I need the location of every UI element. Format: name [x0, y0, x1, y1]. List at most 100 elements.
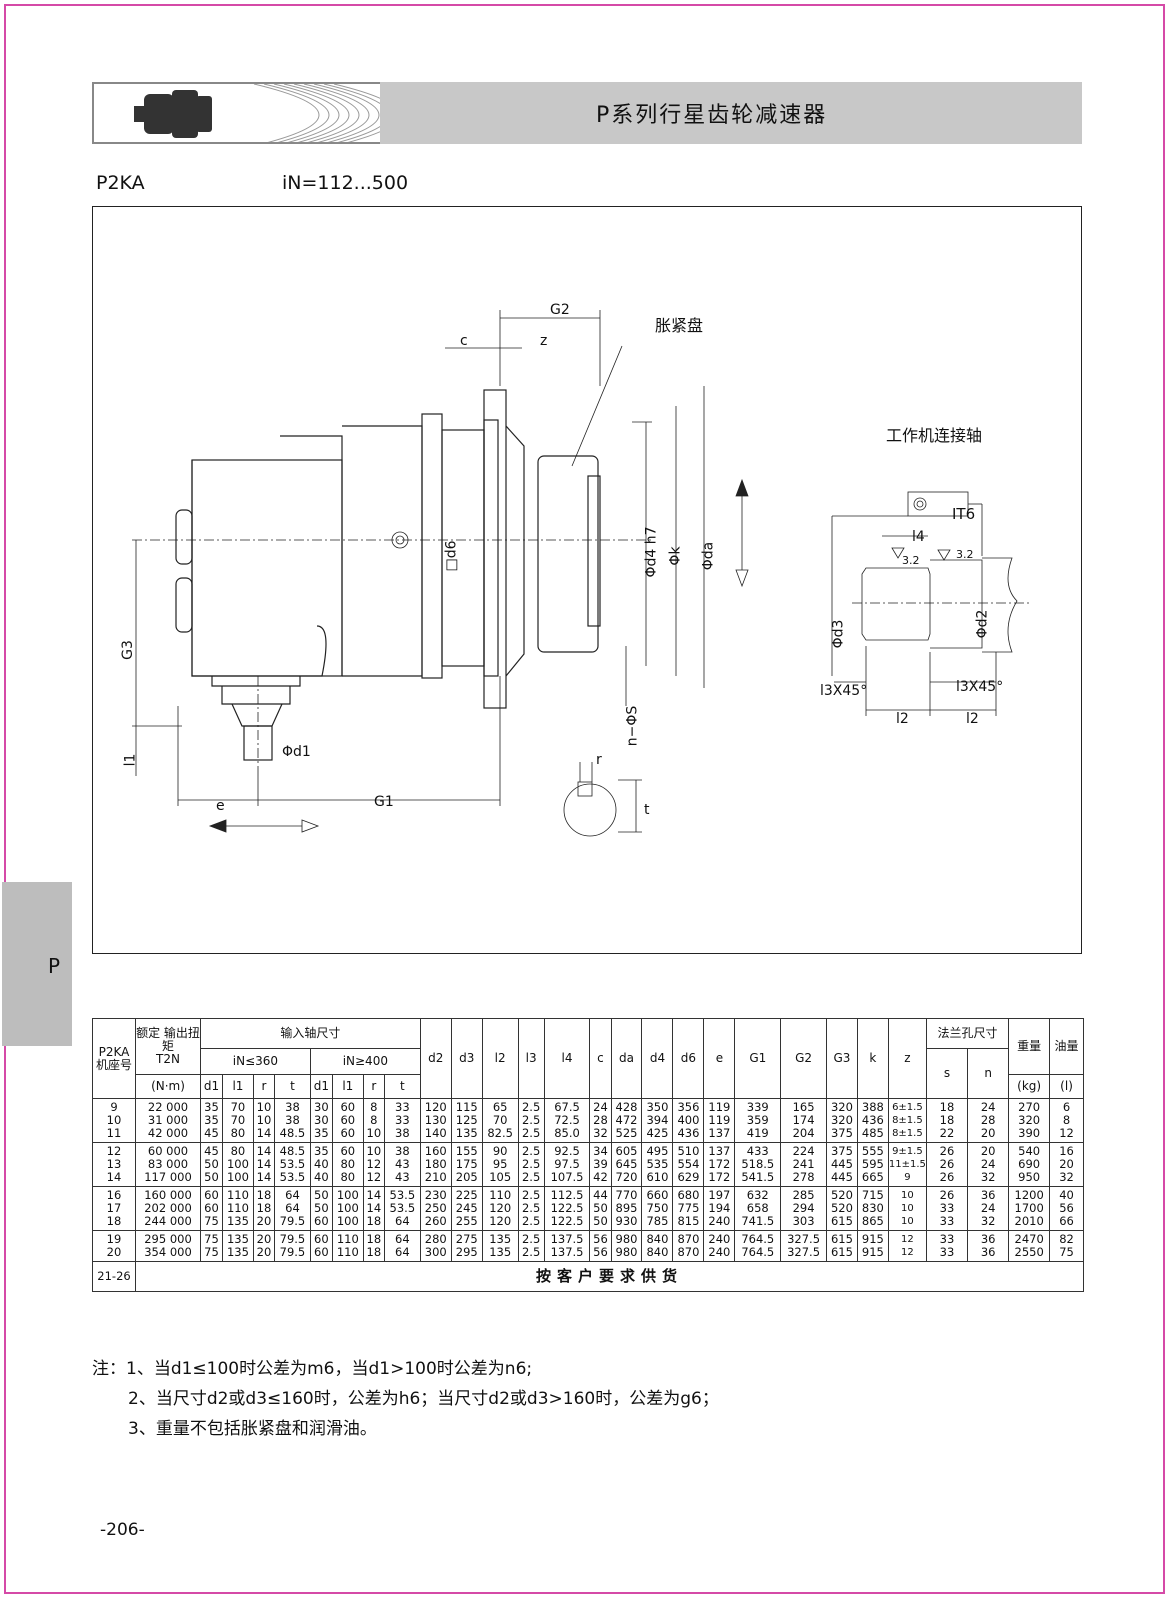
- cell-value: 110: [336, 1245, 359, 1259]
- cell-value: 82.5: [487, 1126, 513, 1140]
- cell-value: 10: [366, 1144, 382, 1158]
- cell-value: 160 000: [144, 1188, 192, 1202]
- cell-value: 60 000: [147, 1144, 189, 1158]
- cell-value: 80: [340, 1157, 356, 1171]
- cell-value: 2.5: [521, 1188, 541, 1202]
- cell-value: 390: [1018, 1126, 1041, 1140]
- cell-value: 12: [106, 1144, 122, 1158]
- cell-value: 375: [830, 1126, 853, 1140]
- cell-value: 64: [285, 1188, 300, 1202]
- cell-value: 50: [593, 1201, 608, 1215]
- cell-value: 67.5: [554, 1100, 580, 1114]
- cell-value: 250: [424, 1201, 447, 1215]
- cell-value: 160: [424, 1144, 447, 1158]
- col-d3: d3: [450, 1018, 483, 1099]
- label-it6: IT6: [952, 505, 976, 523]
- cell-value: 632: [746, 1188, 769, 1202]
- cell-value: 30: [314, 1100, 329, 1114]
- cell-value: 300: [424, 1245, 447, 1259]
- cell-value: 50: [593, 1214, 608, 1228]
- cell-value: 42 000: [147, 1126, 189, 1140]
- cell-value: 202 000: [144, 1201, 192, 1215]
- cell-value: 10: [901, 1190, 914, 1201]
- cell-value: 294: [792, 1201, 815, 1215]
- cell-value: 2.5: [521, 1245, 541, 1259]
- cell-value: 980: [615, 1232, 638, 1246]
- cell-value: 2.5: [521, 1113, 541, 1127]
- cell-value: 320: [830, 1100, 853, 1114]
- cell-value: 320: [830, 1113, 853, 1127]
- cell-value: 327.5: [787, 1232, 821, 1246]
- cell-value: 70: [230, 1113, 246, 1127]
- technical-drawing: [132, 310, 1032, 837]
- cell-value: 24: [980, 1201, 996, 1215]
- cell-value: 354 000: [144, 1245, 192, 1259]
- page-title: P系列行星齿轮减速器: [596, 103, 828, 128]
- cell-value: 137.5: [550, 1245, 584, 1259]
- cell-value: 33: [939, 1232, 955, 1246]
- cell-value: 140: [424, 1126, 447, 1140]
- cell-value: 35: [314, 1144, 329, 1158]
- cell-value: 53.5: [389, 1201, 416, 1215]
- cell-value: 45: [204, 1126, 219, 1140]
- cell-value: 645: [615, 1157, 638, 1171]
- cell-value: 64: [395, 1245, 410, 1259]
- cell-value: 60: [340, 1144, 356, 1158]
- cell-value: 85.0: [554, 1126, 580, 1140]
- cell-value: 125: [455, 1113, 478, 1127]
- cell-value: 14: [256, 1170, 272, 1184]
- cell-value: 210: [424, 1170, 447, 1184]
- label-g1: G1: [374, 794, 394, 810]
- cell-value: 53.5: [389, 1188, 416, 1202]
- cell-value: 715: [861, 1188, 884, 1202]
- cell-value: 785: [646, 1214, 669, 1228]
- cell-value: 9±1.5: [892, 1146, 923, 1157]
- cell-value: 20: [256, 1245, 272, 1259]
- cell-value: 119: [708, 1113, 731, 1127]
- cell-value: 180: [424, 1157, 447, 1171]
- cell-value: 20: [1059, 1157, 1074, 1171]
- cell-value: 48.5: [279, 1126, 306, 1140]
- cell-value: 64: [395, 1214, 410, 1228]
- note-2: 2、当尺寸d2或d3≤160时，公差为h6；当尺寸d2或d3>160时，公差为g…: [128, 1389, 719, 1409]
- col-g3: G3: [825, 1018, 858, 1099]
- cell-value: 295: [455, 1245, 478, 1259]
- cell-value: 45: [204, 1144, 219, 1158]
- cell-value: 658: [746, 1201, 769, 1215]
- cell-value: 65: [492, 1100, 508, 1114]
- note-3: 3、重量不包括胀紧盘和润滑油。: [128, 1419, 377, 1439]
- cell-value: 48.5: [279, 1144, 306, 1158]
- cell-value: 14: [366, 1188, 382, 1202]
- col-weight: 重量: [1008, 1018, 1051, 1075]
- cell-value: 30: [314, 1113, 329, 1127]
- cell-value: 605: [615, 1144, 638, 1158]
- cell-value: 18: [366, 1245, 382, 1259]
- cell-value: 764.5: [741, 1232, 775, 1246]
- cell-value: 22 000: [147, 1100, 189, 1114]
- cell-value: 14: [366, 1201, 382, 1215]
- cell-value: 541.5: [741, 1170, 775, 1184]
